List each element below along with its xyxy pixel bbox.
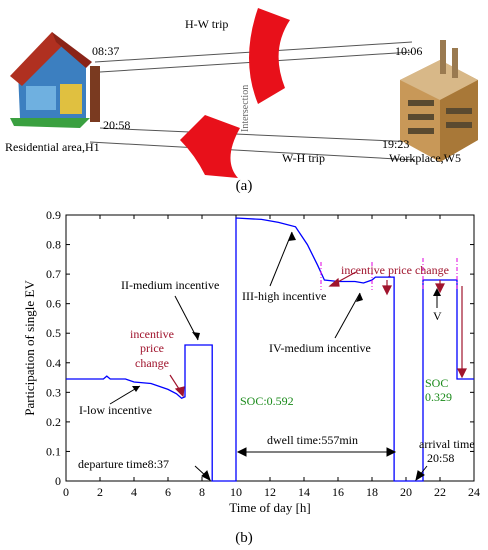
annotation-price: price bbox=[140, 341, 164, 355]
time-arrows bbox=[194, 447, 428, 482]
time-home-depart: 08:37 bbox=[92, 44, 119, 58]
x-tick-label: 14 bbox=[298, 485, 310, 499]
x-tick-label: 22 bbox=[434, 485, 446, 499]
axis-ticks bbox=[65, 214, 475, 482]
annotation-incentive: incentive bbox=[130, 327, 174, 341]
y-tick-label: 0.7 bbox=[46, 267, 61, 281]
red-arrowhead-price-2 bbox=[328, 277, 340, 287]
factory-icon bbox=[400, 40, 478, 162]
panel-b-label: (b) bbox=[235, 530, 253, 546]
x-tick-label: 24 bbox=[468, 485, 480, 499]
y-tick-label: 0.6 bbox=[46, 297, 61, 311]
wh-line-top bbox=[99, 127, 416, 143]
y-axis-title: Participation of single EV bbox=[22, 280, 37, 416]
annotation-arrival-time-value: 20:58 bbox=[427, 451, 454, 465]
arrowheads-black bbox=[132, 232, 441, 392]
work-label: Workplace,W5 bbox=[389, 151, 461, 165]
annotation-arrows bbox=[109, 231, 438, 405]
red-arrowhead-price-3 bbox=[382, 285, 392, 296]
y-tick-label: 0.2 bbox=[46, 415, 61, 429]
arrowhead-iv bbox=[356, 293, 363, 302]
annotation-dwell-time: dwell time:557min bbox=[267, 433, 358, 447]
intersection-arrow-upper bbox=[249, 8, 290, 104]
price-change-markers bbox=[320, 258, 458, 290]
time-home-arrive: 20:58 bbox=[103, 118, 130, 132]
x-tick-label: 20 bbox=[400, 485, 412, 499]
y-tick-label: 0.9 bbox=[46, 208, 61, 222]
dwell-arrowhead-right bbox=[386, 447, 397, 457]
y-tick-label: 0.1 bbox=[46, 444, 61, 458]
annotation-arrival-time: arrival time bbox=[419, 437, 475, 451]
annotation-high-incentive: III-high incentive bbox=[242, 289, 326, 303]
x-tick-label: 2 bbox=[97, 485, 103, 499]
annotation-v: V bbox=[433, 309, 442, 323]
house-icon bbox=[10, 32, 100, 128]
commute-diagram: H-W trip W-H trip Intersection 08:37 10:… bbox=[5, 8, 478, 194]
time-work-arrive: 10:06 bbox=[395, 44, 422, 58]
wh-line-bottom bbox=[89, 141, 416, 161]
x-axis-title: Time of day [h] bbox=[229, 500, 311, 515]
red-arrows bbox=[169, 271, 467, 398]
arrowhead-v bbox=[433, 288, 441, 296]
intersection-arrow-lower bbox=[180, 115, 240, 178]
x-tick-label: 12 bbox=[264, 485, 276, 499]
panel-a-label: (a) bbox=[236, 178, 253, 194]
arrowhead-high bbox=[288, 232, 296, 241]
wh-trip-label: W-H trip bbox=[282, 151, 325, 165]
red-arrowhead-drop bbox=[457, 368, 467, 379]
time-work-depart: 19:23 bbox=[382, 137, 409, 151]
annotation-medium-incentive: II-medium incentive bbox=[121, 278, 219, 292]
annotation-change: change bbox=[135, 356, 169, 370]
arrowhead-medium bbox=[192, 332, 200, 340]
annotation-incentive-price-change: incentive price change bbox=[341, 263, 449, 277]
arrow-iv-medium bbox=[334, 292, 361, 339]
x-tick-label: 4 bbox=[131, 485, 137, 499]
hw-trip-label: H-W trip bbox=[185, 17, 228, 31]
y-tick-label: 0.3 bbox=[46, 385, 61, 399]
annotation-soc-0592: SOC:0.592 bbox=[240, 394, 294, 408]
y-tick-label: 0 bbox=[55, 474, 61, 488]
x-tick-label: 8 bbox=[199, 485, 205, 499]
red-arrowhead-price-1 bbox=[174, 386, 185, 398]
arrow-high-incentive bbox=[269, 231, 293, 287]
y-tick-label: 0.5 bbox=[46, 326, 61, 340]
dwell-arrowhead-left bbox=[236, 447, 247, 457]
annotation-low-incentive: I-low incentive bbox=[79, 403, 152, 417]
y-tick-label: 0.4 bbox=[46, 356, 61, 370]
arrival-arrowhead bbox=[415, 470, 425, 482]
x-tick-label: 18 bbox=[366, 485, 378, 499]
annotation-iv-medium-incentive: IV-medium incentive bbox=[269, 341, 371, 355]
x-tick-label: 16 bbox=[332, 485, 344, 499]
red-arrowhead-price-4 bbox=[435, 283, 445, 294]
annotation-departure-time: departure time8:37 bbox=[78, 457, 169, 471]
annotation-soc: SOC bbox=[425, 376, 448, 390]
home-label: Residential area,H1 bbox=[5, 140, 100, 154]
annotation-soc-0329: 0.329 bbox=[425, 390, 452, 404]
intersection-label: Intersection bbox=[240, 85, 251, 132]
participation-series-line bbox=[66, 217, 474, 482]
y-tick-label: 0.8 bbox=[46, 238, 61, 252]
arrowhead-low bbox=[132, 386, 140, 392]
x-tick-label: 0 bbox=[63, 485, 69, 499]
x-tick-label: 6 bbox=[165, 485, 171, 499]
departure-arrowhead bbox=[201, 470, 211, 481]
x-tick-label: 10 bbox=[230, 485, 242, 499]
